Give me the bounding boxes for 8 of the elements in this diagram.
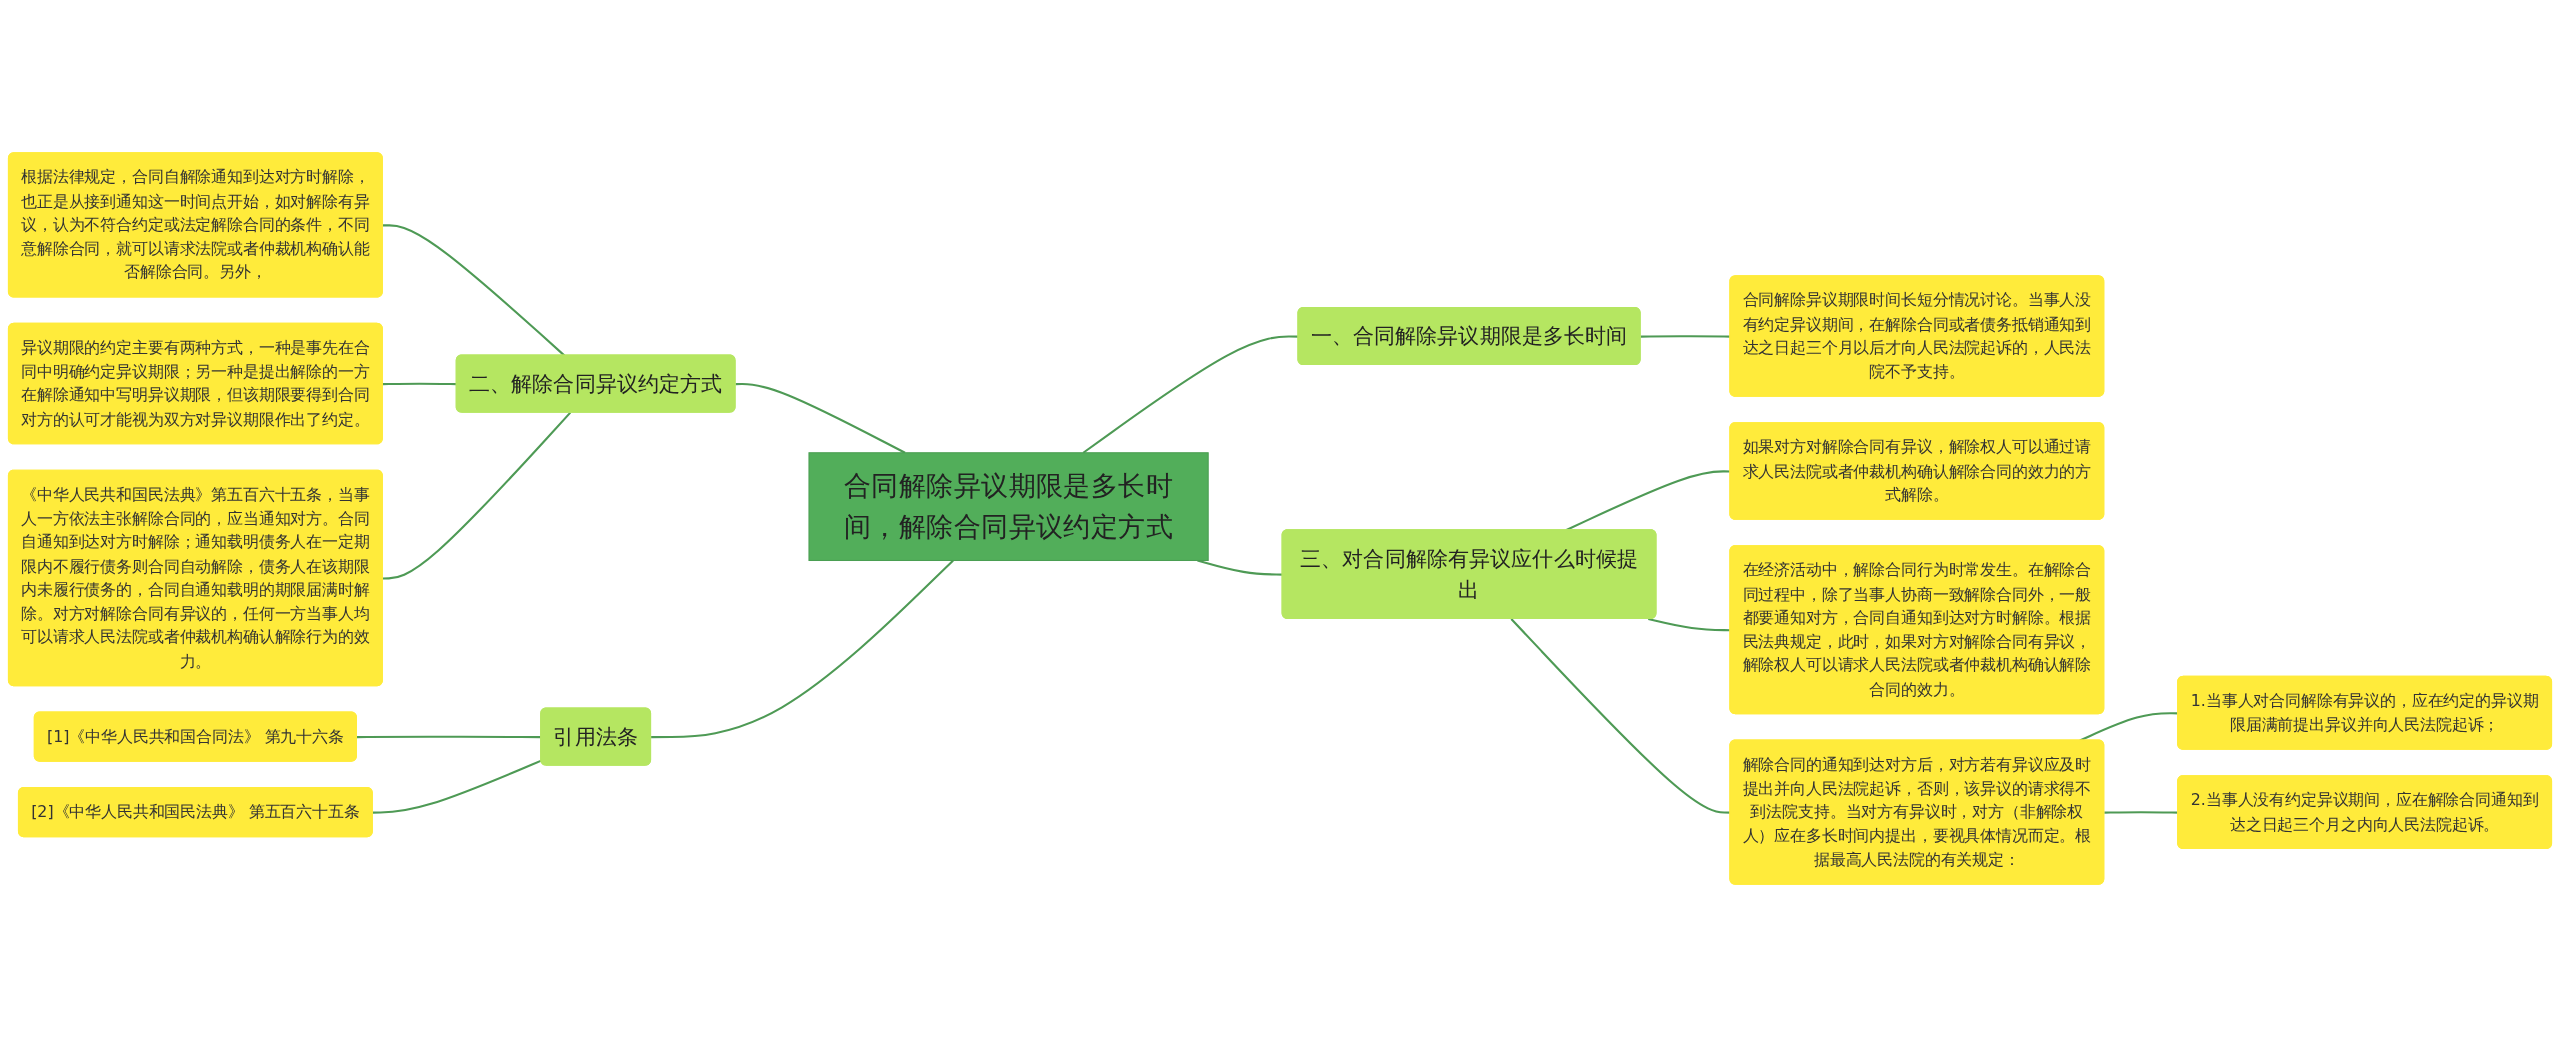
connector — [372, 759, 542, 814]
connector — [735, 382, 906, 454]
connector — [1197, 559, 1283, 576]
connector — [382, 224, 566, 357]
connector — [651, 559, 954, 739]
node-box: 合同解除异议期限是多长时间，解除合同异议约定方式 — [808, 452, 1209, 561]
connector — [382, 382, 457, 386]
connector — [382, 411, 572, 580]
